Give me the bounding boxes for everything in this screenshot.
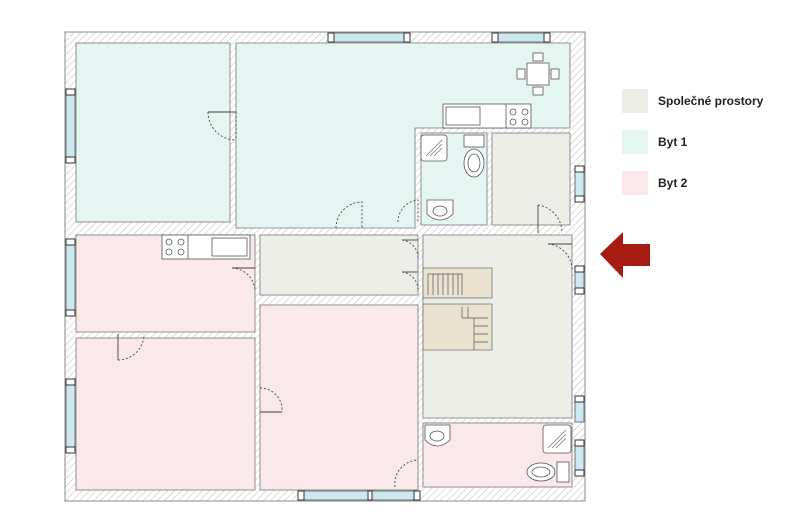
staircase: [422, 267, 493, 351]
sink-icon: [426, 199, 454, 221]
toilet-icon: [463, 134, 485, 178]
room-common-storage: [491, 132, 571, 226]
shower-icon: [420, 134, 448, 162]
window-frames: [65, 32, 585, 501]
room-byt2-living: [259, 304, 419, 491]
shower-2-icon: [542, 424, 572, 454]
arrow-left-icon: [600, 232, 650, 278]
room-byt1-bedroom: [75, 42, 231, 223]
legend-swatch: [622, 129, 648, 154]
legend: Společné prostory Byt 1 Byt 2: [622, 88, 763, 211]
legend-item-byt2: Byt 2: [622, 170, 763, 195]
room-common-corridor: [259, 234, 419, 296]
kitchen-counter-icon: [442, 103, 532, 129]
toilet-2-icon: [526, 461, 570, 483]
room-byt2-bedroom: [75, 337, 256, 491]
legend-label: Byt 2: [658, 175, 688, 190]
kitchen-counter-2-icon: [161, 234, 251, 260]
legend-label: Společné prostory: [658, 93, 764, 108]
legend-swatch: [622, 88, 648, 113]
room-byt1-living-kitchen: [235, 42, 571, 229]
legend-swatch: [622, 170, 648, 195]
dining-table-icon: [516, 52, 560, 96]
fixtures: [161, 52, 572, 483]
legend-item-common: Společné prostory: [622, 88, 763, 113]
sink-2-icon: [424, 424, 451, 447]
legend-label: Byt 1: [658, 134, 688, 149]
doors: [117, 111, 573, 488]
legend-item-byt1: Byt 1: [622, 129, 763, 154]
